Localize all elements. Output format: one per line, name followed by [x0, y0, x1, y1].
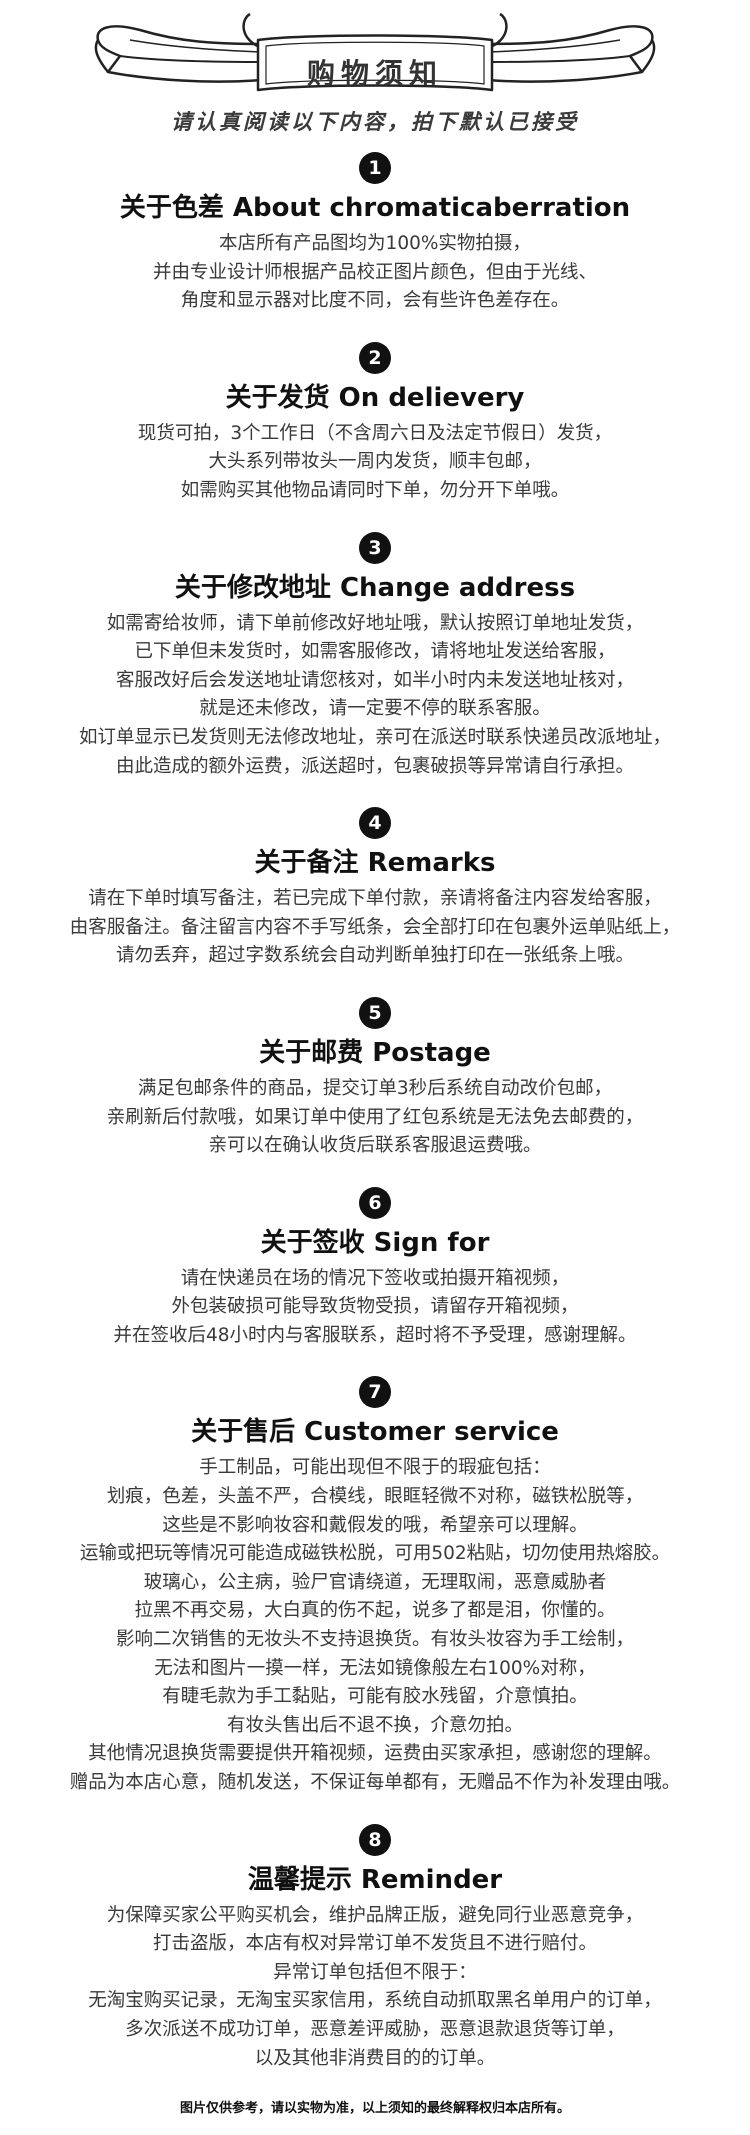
section-7: 7 关于售后 Customer service 手工制品，可能出现但不限于的瑕疵包括…	[0, 1376, 750, 1797]
section-number-badge: 2	[359, 341, 391, 374]
section-text-line: 这些是不影响妆容和戴假发的哦，希望亲可以理解。	[162, 1514, 588, 1536]
ribbon-banner: 购物须知	[0, 0, 750, 100]
section-text-line: 其他情况退换货需要提供开箱视频，运费由买家承担，感谢您的理解。	[88, 1743, 662, 1765]
section-number-badge: 8	[359, 1823, 391, 1856]
section-8: 8 温馨提示 Reminder 为保障买家公平购买机会，维护品牌正版，避免同行业恶意…	[0, 1823, 750, 2074]
section-text-line: 运输或把玩等情况可能造成磁铁松脱，可用502粘贴，切勿使用热熔胶。	[79, 1543, 671, 1565]
section-heading: 关于修改地址 Change address	[174, 572, 576, 603]
section-text-line: 由此造成的额外运费，派送超时，包裹破损等异常请自行承担。	[115, 755, 634, 777]
section-text-line: 影响二次销售的无妆头不支持退换货。有妆头妆容为手工绘制，	[115, 1629, 634, 1651]
section-text-line: 亲可以在确认收货后联系客服退运费哦。	[208, 1135, 542, 1157]
section-text-line: 打击盗版，本店有权对异常订单不发货且不进行赔付。	[152, 1933, 597, 1955]
section-1: 1 关于色差 About chromaticaberration 本店所有产品图均为…	[0, 152, 750, 316]
section-heading: 关于色差 About chromaticaberration	[119, 193, 631, 223]
section-2: 2 关于发货 On delievery 现货可拍，3个工作日（不含周六日及法定节假日…	[0, 341, 750, 506]
section-text-line: 以及其他非消费目的的订单。	[254, 2047, 496, 2069]
section-text-line: 外包装破损可能导致货物受损，请留存开箱视频，	[171, 1296, 579, 1318]
section-6: 6 关于签收 Sign for 请在快递员在场的情况下签收或拍摄开箱视频， 外包装破损…	[0, 1186, 750, 1351]
section-text-line: 请勿丢弃，超过字数系统会自动判断单独打印在一张纸条上哦。	[115, 945, 634, 967]
section-text-line: 划痕，色差，头盖不严，合模线，眼眶轻微不对称，磁铁松脱等，	[106, 1486, 644, 1508]
section-heading: 温馨提示 Reminder	[247, 1864, 503, 1895]
section-heading: 关于备注 Remarks	[254, 848, 496, 879]
section-text-line: 请在下单时填写备注，若已完成下单付款，亲请将备注内容发给客服，	[88, 888, 662, 910]
section-text-line: 如需寄给妆师，请下单前修改好地址哦，默认按照订单地址发货，	[106, 612, 644, 634]
section-text-line: 无淘宝购买记录，无淘宝买家信用，系统自动抓取黑名单用户的订单，	[88, 1990, 662, 2012]
section-text-line: 手工制品，可能出现但不限于的瑕疵包括：	[199, 1457, 551, 1479]
section-heading: 关于签收 Sign for	[260, 1227, 490, 1258]
section-text-line: 亲刷新后付款哦，如果订单中使用了红包系统是无法免去邮费的，	[106, 1106, 644, 1128]
section-heading: 关于邮费 Postage	[259, 1037, 491, 1068]
section-number-badge: 4	[359, 807, 391, 840]
section-text-line: 现货可拍，3个工作日（不含周六日及法定节假日）发货，	[137, 422, 613, 444]
section-text-line: 由客服备注。备注留言内容不手写纸条，会全部打印在包裹外运单贴纸上，	[69, 916, 681, 938]
section-number-badge: 1	[359, 152, 391, 184]
section-number-badge: 3	[359, 531, 391, 564]
section-text-line: 就是还未修改，请一定要不停的联系客服。	[199, 698, 551, 720]
section-heading: 关于发货 On delievery	[225, 382, 525, 413]
section-heading: 关于售后 Customer service	[191, 1417, 559, 1448]
section-text-line: 并由专业设计师根据产品校正图片颜色，但由于光线、	[152, 261, 597, 283]
section-number-badge: 6	[359, 1186, 391, 1219]
section-text-line: 客服改好后会发送地址请您核对，如半小时内未发送地址核对，	[115, 669, 634, 691]
section-text-line: 为保障买家公平购买机会，维护品牌正版，避免同行业恶意竞争，	[106, 1904, 644, 1926]
section-text-line: 本店所有产品图均为100%实物拍摄，	[219, 233, 531, 254]
section-text-line: 角度和显示器对比度不同，会有些许色差存在。	[180, 290, 570, 312]
section-text-line: 异常订单包括但不限于：	[273, 1961, 477, 1983]
section-text-line: 大头系列带妆头一周内发货，顺丰包邮，	[208, 451, 542, 473]
banner-title: 购物须知	[306, 57, 443, 90]
section-text-line: 如需购买其他物品请同时下单，勿分开下单哦。	[180, 479, 570, 501]
ribbon-banner-graphic	[94, 12, 656, 92]
section-3: 3 关于修改地址 Change address 如需寄给妆师，请下单前修改好地址哦，…	[0, 531, 750, 782]
section-number-badge: 5	[359, 996, 391, 1029]
section-text-line: 已下单但未发货时，如需客服修改，请将地址发送给客服，	[134, 641, 616, 663]
section-text-line: 赠品为本店心意，随机发送，不保证每单都有，无赠品不作为补发理由哦。	[69, 1772, 681, 1793]
section-text-line: 有睫毛款为手工黏贴，可能有胶水残留，介意慎拍。	[162, 1686, 588, 1708]
notice-sections: 1 关于色差 About chromaticaberration 本店所有产品图均为…	[0, 152, 750, 2099]
section-text-line: 满足包邮条件的商品，提交订单3秒后系统自动改价包邮，	[137, 1077, 613, 1099]
section-5: 5 关于邮费 Postage 满足包邮条件的商品，提交订单3秒后系统自动改价包邮， 亲…	[0, 996, 750, 1161]
footer-note: 图片仅供参考，请以实物为准，以上须知的最终解释权归本店所有。	[179, 2101, 570, 2116]
section-text-line: 有妆头售出后不退不换，介意勿拍。	[226, 1714, 523, 1736]
section-text-line: 无法和图片一摸一样，无法如镜像般左右100%对称，	[154, 1657, 596, 1679]
section-text-line: 请在快递员在场的情况下签收或拍摄开箱视频，	[180, 1267, 570, 1289]
section-text-line: 拉黑不再交易，大白真的伤不起，说多了都是泪，你懂的。	[134, 1600, 616, 1622]
section-number-badge: 7	[359, 1376, 391, 1409]
section-text-line: 玻璃心，公主病，验尸官请绕道，无理取闹，恶意威胁者	[143, 1571, 607, 1593]
section-text-line: 如订单显示已发货则无法修改地址，亲可在派送时联系快递员改派地址，	[78, 726, 671, 748]
section-text-line: 多次派送不成功订单，恶意差评威胁，恶意退款退货等订单，	[125, 2018, 625, 2040]
section-4: 4 关于备注 Remarks 请在下单时填写备注，若已完成下单付款，亲请将备注内容发…	[0, 807, 750, 971]
subtitle: 请认真阅读以下内容，拍下默认已接受	[171, 110, 579, 134]
section-text-line: 并在签收后48小时内与客服联系，超时将不予受理，感谢理解。	[113, 1324, 637, 1346]
